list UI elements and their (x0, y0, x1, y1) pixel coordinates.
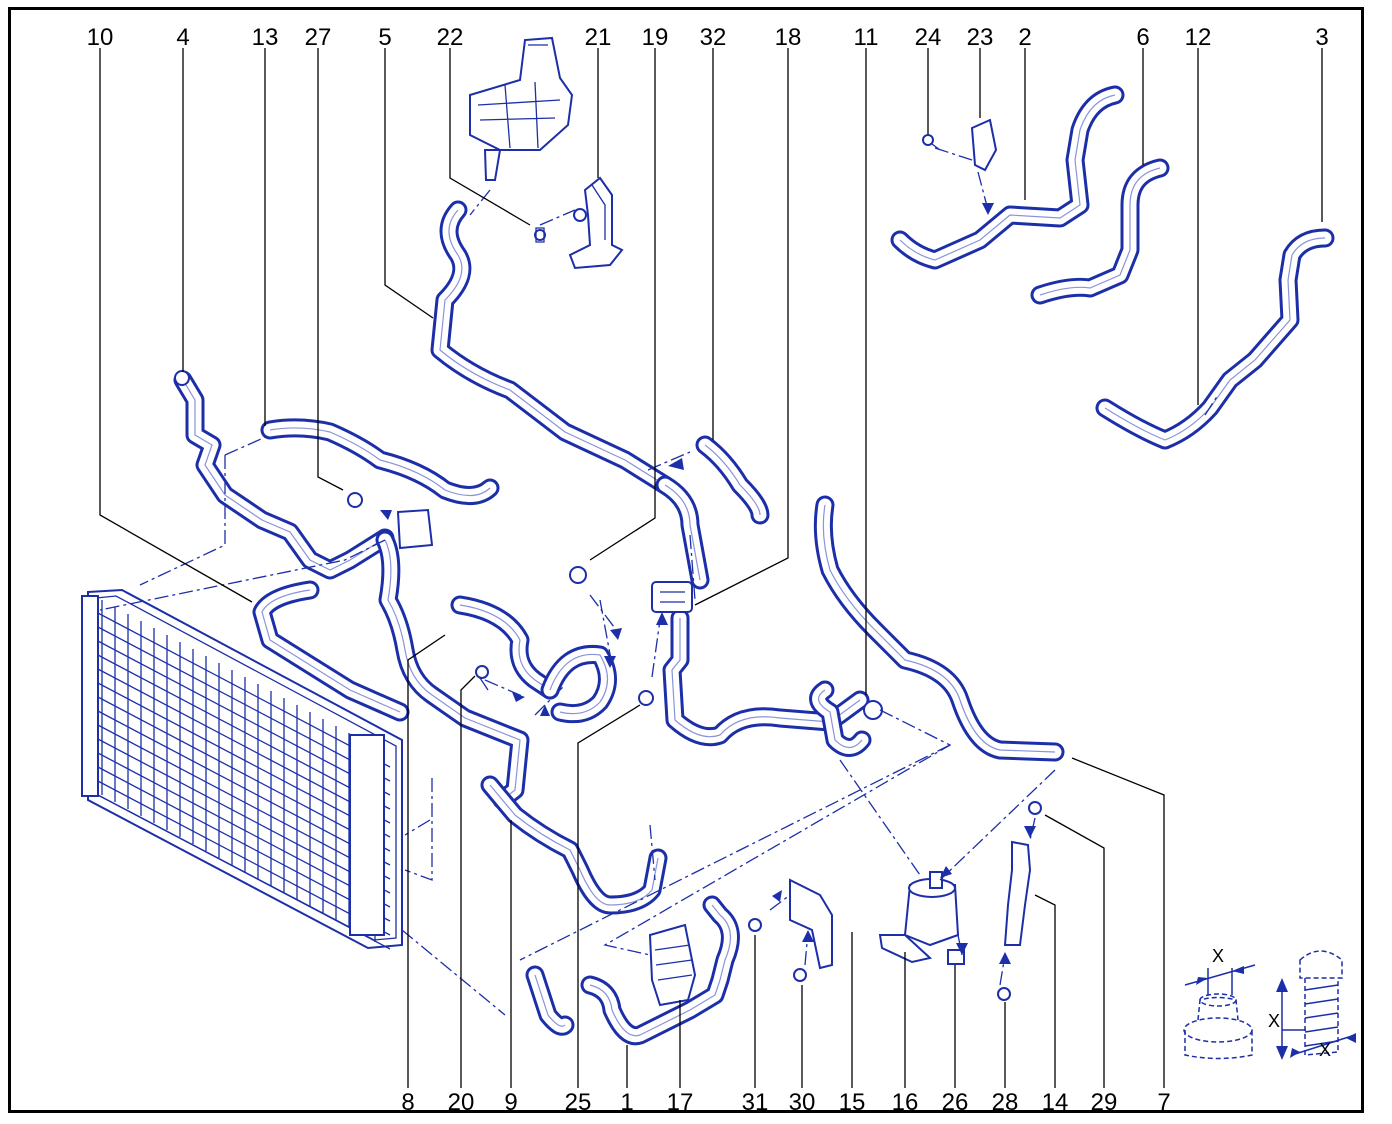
hose-6-shading (1039, 167, 1161, 296)
hose-3-shading (1104, 237, 1326, 441)
radiator-fin-horizontal (95, 653, 391, 810)
callout-16: 16 (892, 1089, 919, 1116)
radiator-fin-horizontal (95, 723, 391, 880)
callout-30: 30 (789, 1089, 816, 1116)
hose-11-fill (816, 498, 1062, 759)
radiator-fin-horizontal (95, 681, 391, 838)
callout-12: 12 (1185, 24, 1212, 51)
assembly-arrows (380, 203, 1036, 964)
callout-14: 14 (1042, 1089, 1069, 1116)
detail-dimension-labels: X X X (1212, 946, 1331, 1060)
callout-15: 15 (839, 1089, 866, 1116)
callout-6: 6 (1136, 24, 1149, 51)
detail-insets (1183, 950, 1356, 1060)
radiator-fin-horizontal (95, 639, 391, 796)
callout-9: 9 (504, 1089, 517, 1116)
bolt-22 (534, 227, 546, 243)
callout-32: 32 (700, 24, 727, 51)
callout-27: 27 (305, 24, 332, 51)
leader-lines (99, 48, 1323, 1088)
radiator-fin-horizontal (95, 695, 391, 852)
radiator-fin-horizontal (95, 611, 391, 768)
hose-2-fill (893, 88, 1122, 267)
callouts-bottom: 8 20 9 25 1 17 31 30 15 16 26 28 14 29 7 (401, 1089, 1170, 1116)
callout-3: 3 (1315, 24, 1328, 51)
hose-5-shading (439, 209, 666, 486)
hose-5-outline (430, 200, 675, 495)
hose-18-shading (671, 618, 861, 738)
hose-10-shading (384, 539, 521, 801)
radiator-fin-horizontal (95, 625, 391, 782)
hose-1-shading (534, 904, 731, 1037)
radiator-fin-horizontal (95, 779, 391, 936)
hose-6-outline (1030, 158, 1170, 305)
callout-29: 29 (1091, 1089, 1118, 1116)
expansion-tank (469, 36, 574, 181)
hose-11-outline (813, 495, 1065, 762)
hose-13-shading (269, 427, 491, 497)
coolant-hoses (173, 85, 1335, 1046)
small-parts (174, 118, 1042, 1007)
callout-17: 17 (667, 1089, 694, 1116)
hose-9-shading (489, 784, 659, 906)
callout-21: 21 (585, 24, 612, 51)
callout-26: 26 (942, 1089, 969, 1116)
callout-10: 10 (87, 24, 114, 51)
hose-1-outline (525, 895, 740, 1046)
callout-31: 31 (742, 1089, 769, 1116)
hose-10b-shading (261, 589, 401, 713)
callout-2: 2 (1018, 24, 1031, 51)
callout-7: 7 (1157, 1089, 1170, 1116)
callout-25: 25 (565, 1089, 592, 1116)
hose-2-shading (899, 94, 1116, 261)
radiator-fin-horizontal (95, 751, 391, 908)
callout-4: 4 (176, 24, 189, 51)
radiator-fin-horizontal (95, 737, 391, 894)
radiator-fin-horizontal (95, 765, 391, 922)
callouts-top: 10 4 13 27 5 22 21 19 32 18 11 24 23 2 6… (87, 24, 1329, 51)
radiator (81, 588, 403, 950)
dimension-label-x-3: X (1319, 1040, 1331, 1060)
hose-8-shading (459, 604, 551, 691)
callout-13: 13 (252, 24, 279, 51)
hose-11-shading (822, 504, 1056, 753)
callout-23: 23 (967, 24, 994, 51)
dimension-label-x-2: X (1268, 1011, 1280, 1031)
callout-1: 1 (620, 1089, 633, 1116)
hose-4-shading (182, 379, 386, 571)
callout-28: 28 (992, 1089, 1019, 1116)
hose-5b-shading (664, 484, 701, 581)
callout-18: 18 (775, 24, 802, 51)
hose-4-fill (176, 373, 392, 577)
dimension-label-x-1: X (1212, 946, 1224, 966)
hose-pump-shading (549, 653, 609, 715)
callout-19: 19 (642, 24, 669, 51)
callout-8: 8 (401, 1089, 414, 1116)
hose-32-fill (698, 438, 767, 522)
hose-5-fill (433, 203, 672, 492)
hose-11b-shading (818, 689, 863, 749)
callout-5: 5 (378, 24, 391, 51)
radiator-fin-horizontal (95, 667, 391, 824)
hose-10-fill (378, 533, 527, 807)
callout-24: 24 (915, 24, 942, 51)
radiator-fin-horizontal (95, 709, 391, 866)
callout-20: 20 (448, 1089, 475, 1116)
callout-22: 22 (437, 24, 464, 51)
hose-32-shading (704, 444, 761, 516)
bracket-21 (568, 176, 624, 270)
hose-3-fill (1098, 231, 1332, 447)
callout-11: 11 (854, 24, 879, 51)
